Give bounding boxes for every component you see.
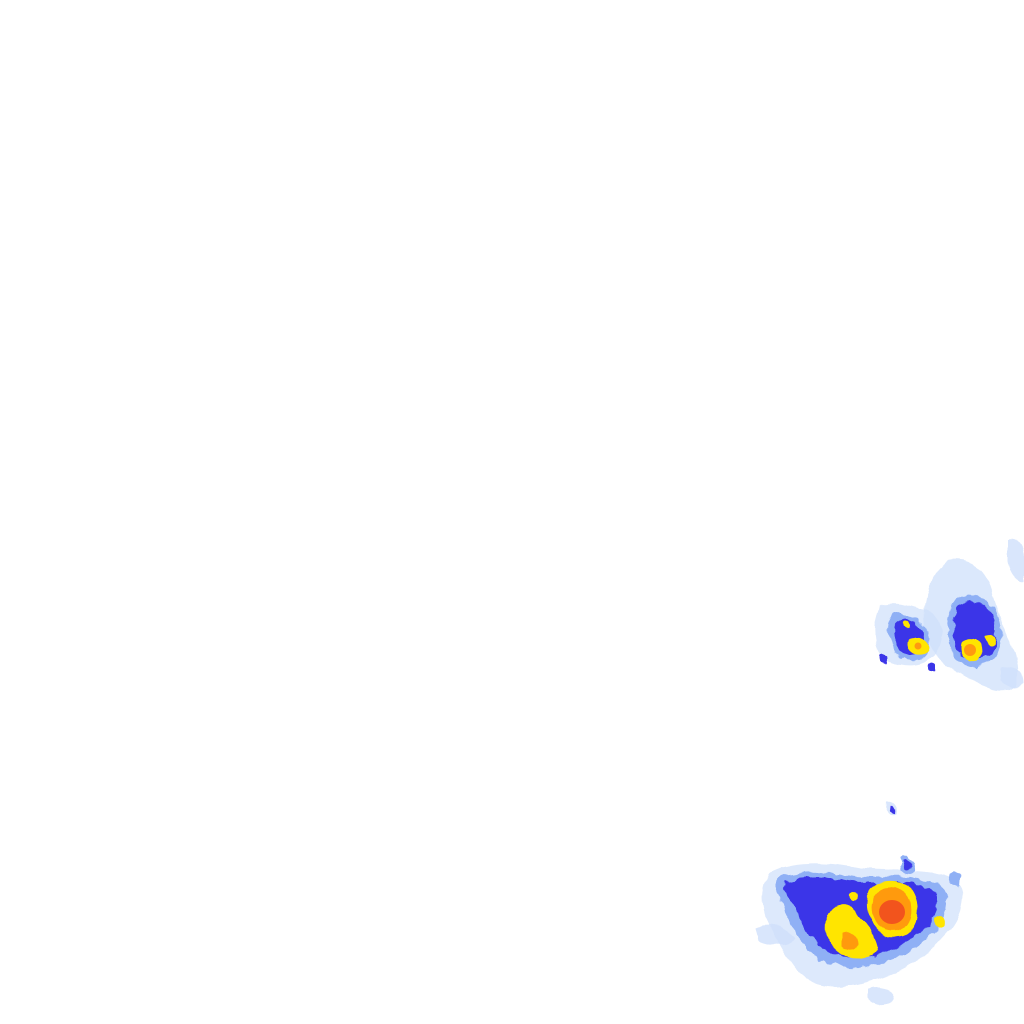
north-east-cell <box>874 539 1024 691</box>
south-east-cell <box>755 799 963 1006</box>
ne-heavy-precip <box>914 642 976 656</box>
se-extreme-precip <box>879 900 905 924</box>
